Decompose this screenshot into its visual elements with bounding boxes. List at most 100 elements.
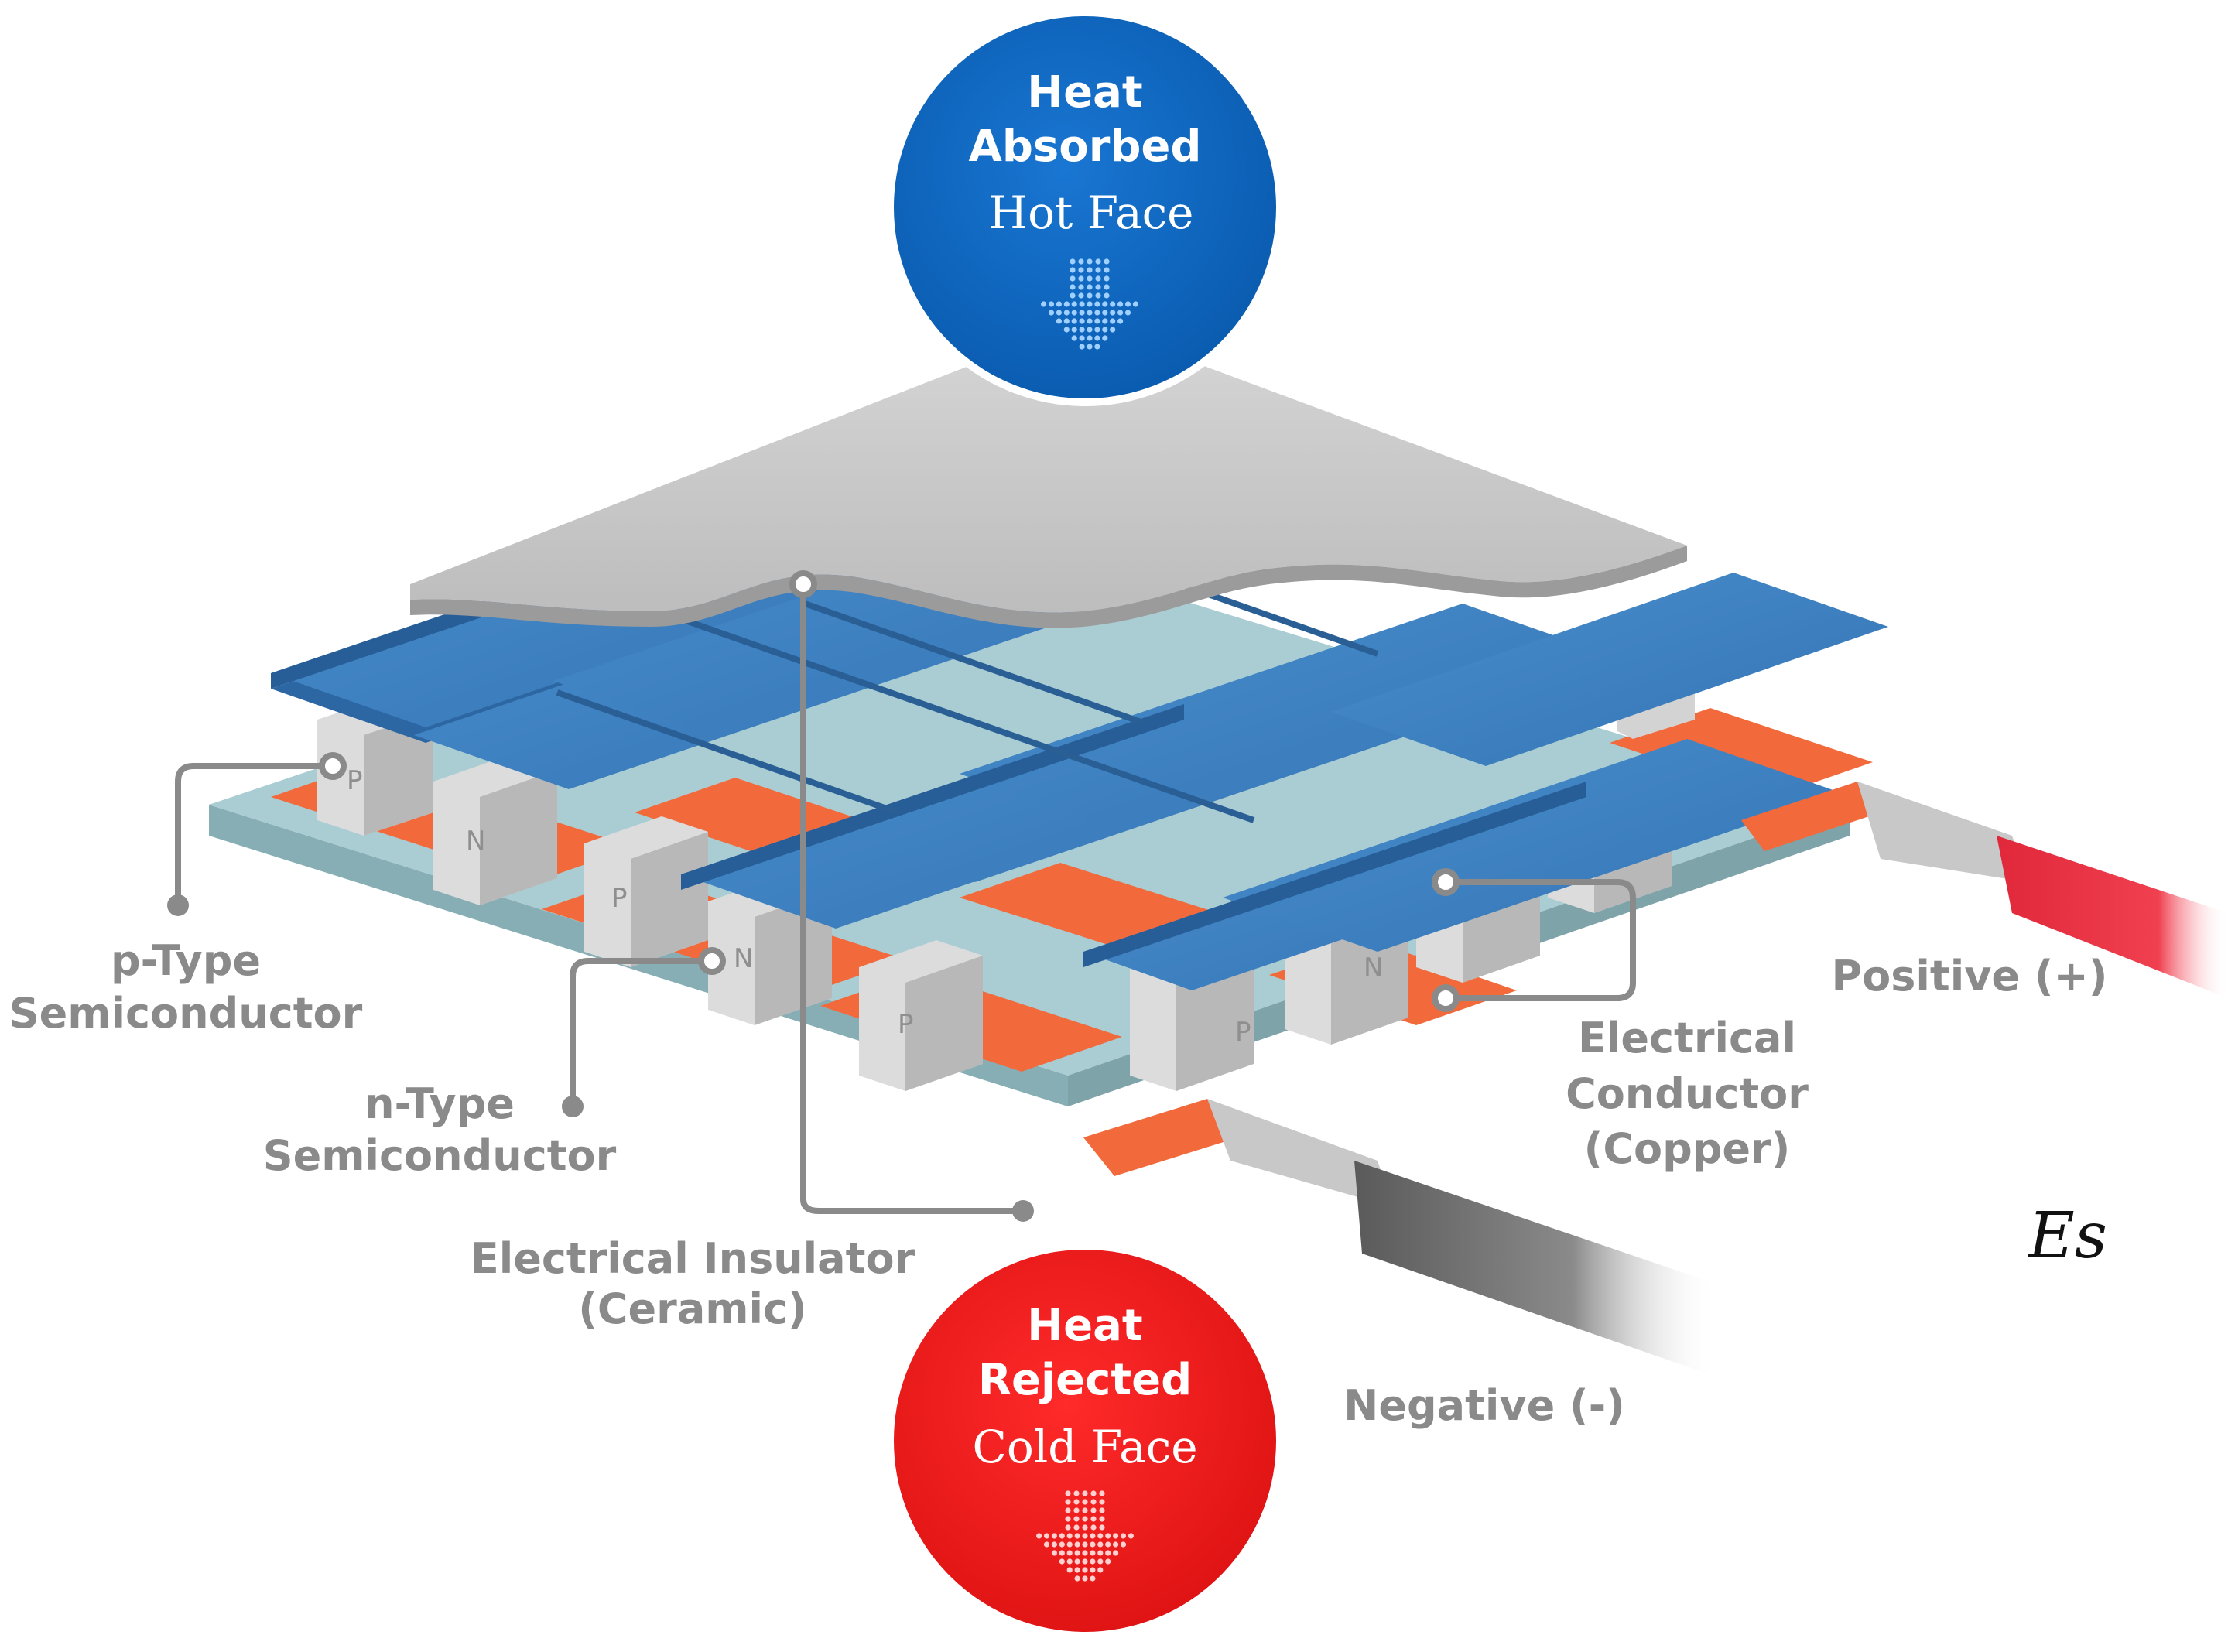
arrow-dot — [1090, 1524, 1097, 1531]
arrow-dot — [1099, 1499, 1105, 1505]
pellet-letter-p: P — [898, 1009, 914, 1040]
arrow-dot — [1117, 301, 1124, 307]
arrow-dot — [1105, 1558, 1111, 1565]
label-negative: Negative (-) — [1343, 1381, 1625, 1430]
arrow-dot — [1070, 284, 1076, 290]
arrow-dot — [1059, 1558, 1065, 1565]
pellet-letter-p: P — [611, 883, 628, 914]
arrow-dot — [1095, 267, 1101, 273]
arrow-dot — [1071, 335, 1077, 341]
label-insulator: Electrical Insulator (Ceramic) — [471, 1234, 915, 1333]
arrow-dot — [1082, 1507, 1088, 1513]
arrow-dot — [1095, 292, 1101, 299]
heat-absorbed-title-2: Absorbed — [969, 121, 1202, 172]
arrow-dot — [1065, 1490, 1071, 1496]
arrow-dot — [1043, 1533, 1050, 1539]
arrow-dot — [1051, 1550, 1057, 1556]
arrow-dot — [1073, 1516, 1080, 1522]
arrow-dot — [1079, 318, 1085, 324]
arrow-dot — [1095, 258, 1101, 265]
arrow-dot — [1105, 1533, 1111, 1539]
arrow-dot — [1090, 1507, 1097, 1513]
arrow-dot — [1087, 344, 1093, 350]
label-conductor: Electrical Conductor (Copper) — [1566, 1014, 1809, 1173]
hot-face-label: Hot Face — [989, 186, 1194, 239]
arrow-dot — [1063, 310, 1070, 316]
label-p-type: p-Type Semiconductor — [9, 936, 363, 1038]
arrow-dot — [1110, 318, 1116, 324]
arrow-dot — [1071, 301, 1077, 307]
arrow-dot — [1105, 1541, 1111, 1548]
arrow-dot — [1113, 1550, 1119, 1556]
arrow-dot — [1056, 301, 1062, 307]
arrow-dot — [1094, 344, 1100, 350]
arrow-dot — [1097, 1558, 1104, 1565]
arrow-dot — [1063, 301, 1070, 307]
arrow-dot — [1073, 1490, 1080, 1496]
arrow-dot — [1104, 267, 1110, 273]
arrow-dot — [1063, 318, 1070, 324]
arrow-dot — [1097, 1550, 1104, 1556]
arrow-dot — [1048, 310, 1055, 316]
corner-mark: Es — [2027, 1199, 2107, 1273]
arrow-dot — [1097, 1541, 1104, 1548]
arrow-dot — [1079, 344, 1085, 350]
arrow-dot — [1065, 1507, 1071, 1513]
arrow-dot — [1078, 258, 1084, 265]
arrow-dot — [1056, 310, 1062, 316]
arrow-dot — [1051, 1541, 1057, 1548]
arrow-dot — [1090, 1567, 1096, 1573]
arrow-dot — [1071, 310, 1077, 316]
label-n-type: n-Type Semiconductor — [263, 1079, 617, 1180]
arrow-dot — [1070, 258, 1076, 265]
arrow-dot — [1073, 1507, 1080, 1513]
arrow-dot — [1124, 301, 1131, 307]
pellet-letter-n: N — [1364, 953, 1383, 983]
leader-dots — [167, 570, 1460, 1222]
arrow-dot — [1043, 1541, 1050, 1548]
arrow-dot — [1117, 318, 1124, 324]
arrow-dot — [1079, 301, 1085, 307]
heat-absorbed-badge: Heat Absorbed Hot Face — [886, 9, 1284, 406]
arrow-dot — [1090, 1490, 1097, 1496]
arrow-dot — [1094, 301, 1100, 307]
arrow-dot — [1066, 1550, 1073, 1556]
arrow-dot — [1090, 1516, 1097, 1522]
label-p-type-line1: p-Type — [111, 936, 261, 985]
arrow-dot — [1051, 1533, 1057, 1539]
arrow-dot — [1099, 1507, 1105, 1513]
arrow-dot — [1128, 1533, 1134, 1539]
pellet-n-1: N — [433, 754, 557, 905]
arrow-dot — [1082, 1533, 1088, 1539]
arrow-dot — [1099, 1524, 1105, 1531]
label-insulator-line2: (Ceramic) — [578, 1284, 806, 1333]
arrow-dot — [1059, 1533, 1065, 1539]
arrow-dot — [1099, 1490, 1105, 1496]
arrow-dot — [1102, 310, 1108, 316]
heat-rejected-badge: Heat Rejected Cold Face — [886, 1242, 1284, 1640]
arrow-dot — [1090, 1558, 1096, 1565]
arrow-dot — [1097, 1533, 1104, 1539]
arrow-dot — [1041, 301, 1047, 307]
arrow-dot — [1110, 310, 1116, 316]
heat-absorbed-title-1: Heat — [1027, 67, 1142, 118]
arrow-dot — [1059, 1550, 1065, 1556]
label-conductor-line3: (Copper) — [1584, 1124, 1791, 1173]
label-conductor-line1: Electrical — [1578, 1014, 1796, 1062]
arrow-dot — [1097, 1567, 1104, 1573]
arrow-dot — [1090, 1499, 1097, 1505]
arrow-dot — [1048, 301, 1055, 307]
arrow-dot — [1094, 327, 1100, 333]
arrow-dot — [1079, 310, 1085, 316]
arrow-dot — [1087, 284, 1093, 290]
arrow-dot — [1056, 318, 1062, 324]
cold-face-label: Cold Face — [972, 1421, 1197, 1473]
leader-lines — [175, 581, 1636, 1214]
label-insulator-line1: Electrical Insulator — [471, 1234, 915, 1283]
arrow-dot — [1066, 1533, 1073, 1539]
arrow-dot — [1073, 1524, 1080, 1531]
arrow-dot — [1065, 1499, 1071, 1505]
arrow-dot — [1079, 335, 1085, 341]
heat-rejected-title-1: Heat — [1027, 1301, 1142, 1351]
